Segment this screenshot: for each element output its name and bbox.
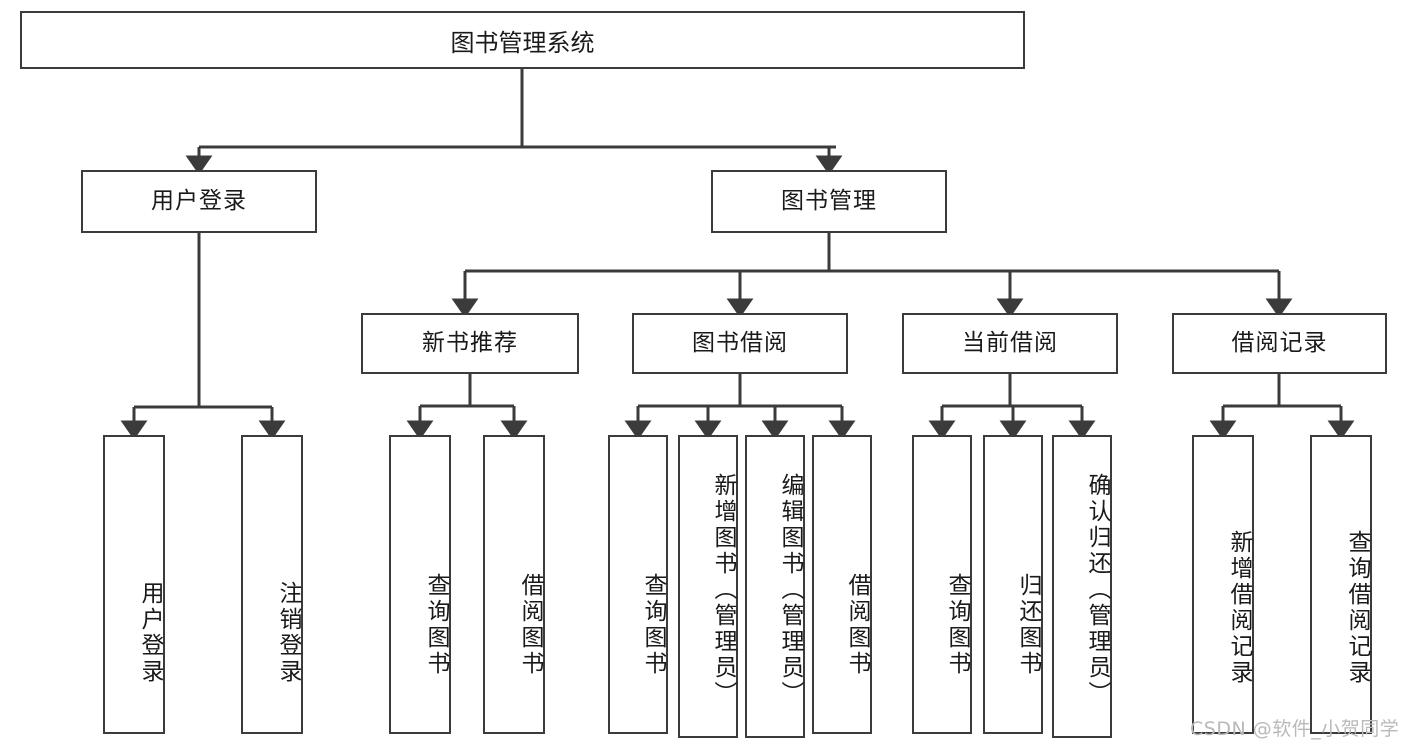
node-book-manage[interactable]: 图书管理 [711,170,947,233]
node-leaf-edit-book[interactable]: 编辑图书（管理员） [745,435,805,738]
watermark-label: CSDN @软件_小贺同学 [1190,718,1400,740]
node-leaf-return-book[interactable]: 归还图书 [983,435,1043,734]
node-leaf-borrow-book-1[interactable]: 借阅图书 [483,435,545,734]
node-book-borrow[interactable]: 图书借阅 [632,313,848,374]
node-leaf-borrow-book-2[interactable]: 借阅图书 [812,435,872,734]
node-leaf-query-book-2[interactable]: 查询图书 [608,435,668,734]
node-user-login[interactable]: 用户登录 [81,170,317,233]
node-new-book-recommend[interactable]: 新书推荐 [361,313,579,374]
node-root[interactable]: 图书管理系统 [20,11,1025,69]
node-borrow-record[interactable]: 借阅记录 [1172,313,1387,374]
node-leaf-query-book-1[interactable]: 查询图书 [389,435,451,734]
node-leaf-user-logout[interactable]: 注销登录 [241,435,303,734]
node-leaf-query-record[interactable]: 查询借阅记录 [1310,435,1372,734]
node-leaf-add-book[interactable]: 新增图书（管理员） [678,435,738,738]
node-leaf-user-login[interactable]: 用户登录 [103,435,165,734]
node-leaf-add-record[interactable]: 新增借阅记录 [1192,435,1254,734]
node-leaf-query-book-3[interactable]: 查询图书 [912,435,972,734]
node-current-borrow[interactable]: 当前借阅 [902,313,1118,374]
node-leaf-confirm-return[interactable]: 确认归还（管理员） [1052,435,1112,738]
